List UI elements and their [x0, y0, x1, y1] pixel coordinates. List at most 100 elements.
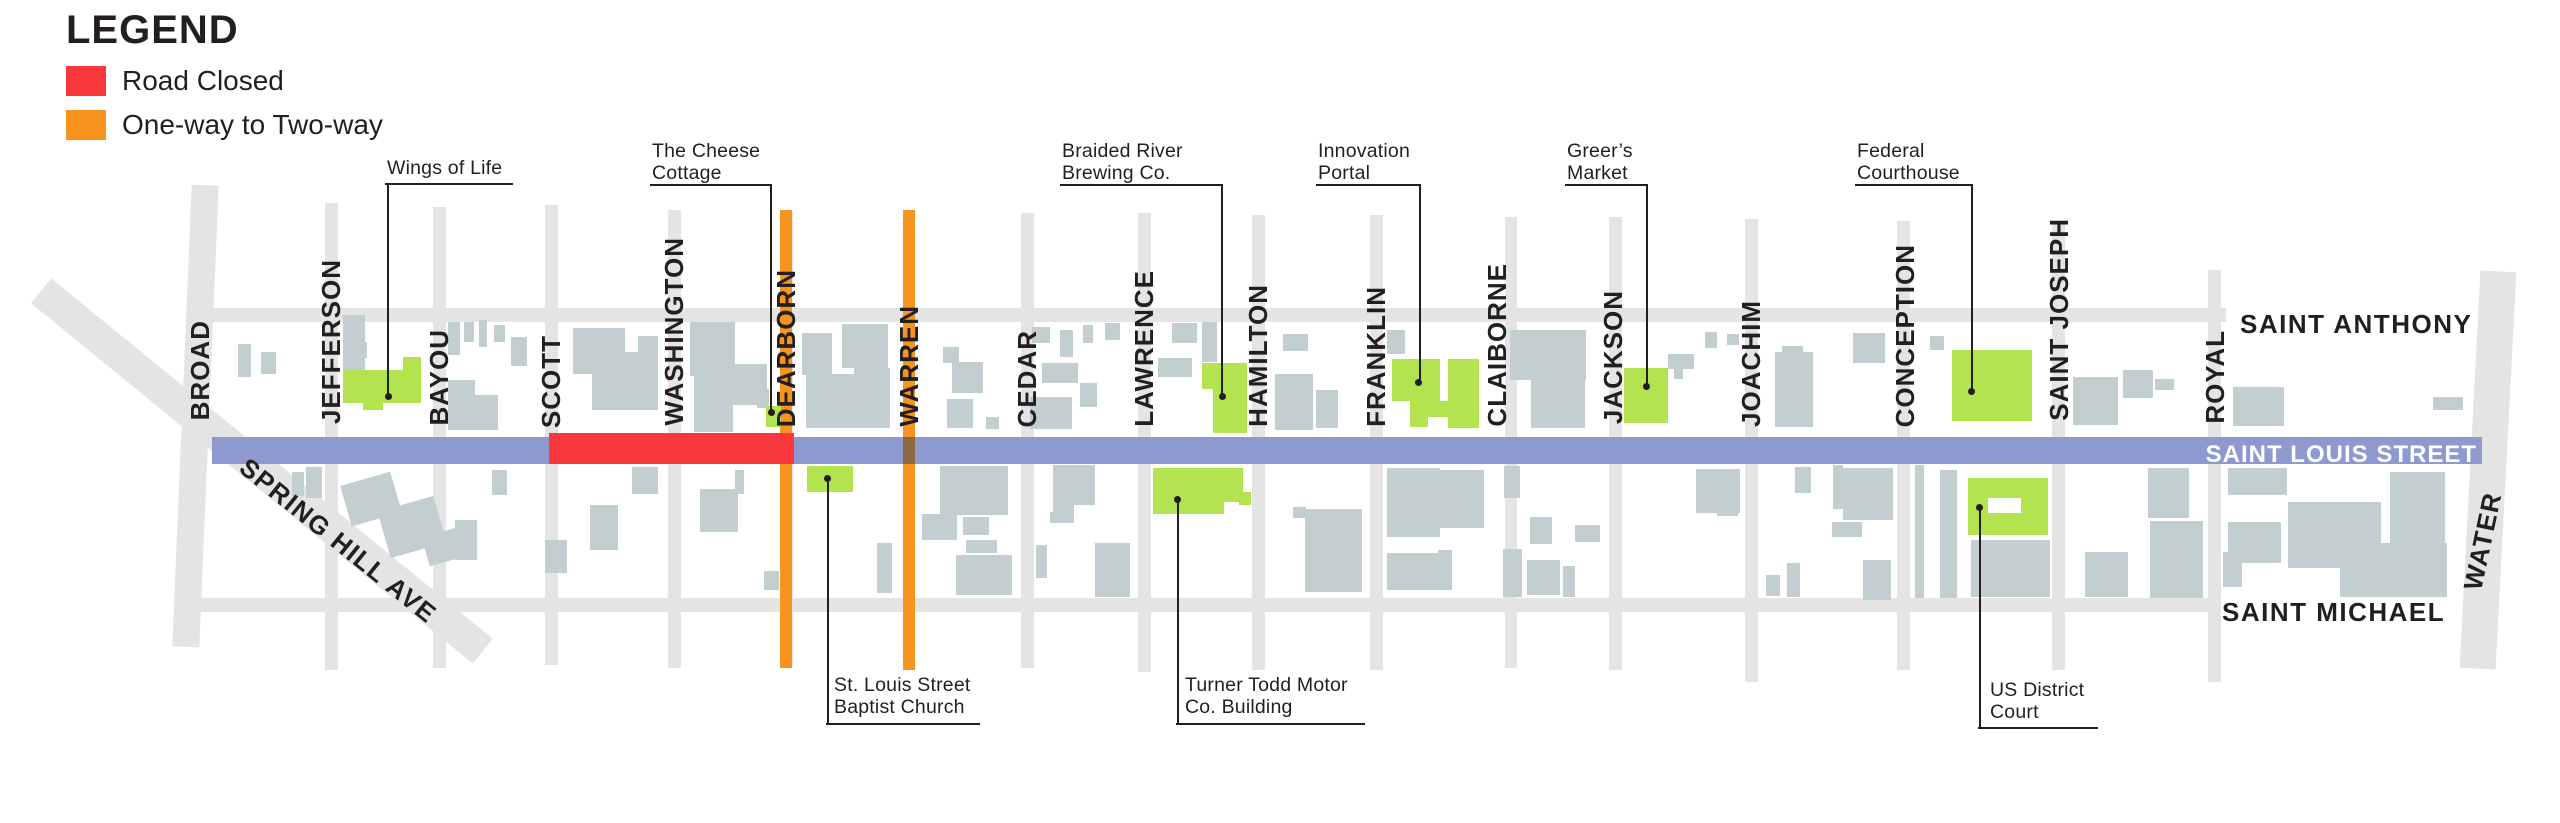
poi-leader-braided-river-brewing-co: [1221, 186, 1223, 394]
building: [455, 520, 477, 560]
building: [261, 352, 276, 374]
building: [1717, 506, 1738, 516]
street-label-bayou: BAYOU: [424, 329, 454, 426]
building: [1172, 323, 1197, 343]
poi-leader-st-louis-street-baptist-church: [827, 480, 829, 723]
building: [1668, 354, 1694, 369]
building: [545, 540, 567, 573]
street-label-saint-anthony: SAINT ANTHONY: [2240, 309, 2473, 339]
building: [292, 472, 304, 496]
legend-item-road-closed: Road Closed: [66, 65, 383, 97]
building: [632, 467, 658, 494]
street-label-warren: WARREN: [894, 305, 924, 427]
building: [2228, 468, 2287, 495]
legend-swatch-one-way-to-two-way: [66, 110, 106, 140]
building: [2233, 387, 2284, 426]
poi-dot-turner-todd-motor-co-building: [1174, 496, 1181, 503]
poi-rule-st-louis-street-baptist-church: [826, 723, 980, 725]
poi-rule-the-cheese-cottage: [650, 184, 772, 186]
street-label-claiborne: CLAIBORNE: [1482, 263, 1512, 427]
building: [690, 322, 735, 376]
building: [1440, 470, 1484, 528]
building: [1503, 549, 1522, 597]
building: [956, 555, 1012, 595]
poi-building-innovation-portal: [1428, 401, 1449, 417]
building: [700, 489, 738, 532]
saint-louis-street-label: SAINT LOUIS STREET: [2205, 441, 2477, 468]
poi-label-line: Co. Building: [1185, 696, 1293, 718]
building: [1782, 346, 1803, 354]
building: [1510, 330, 1586, 380]
building: [694, 376, 733, 432]
street-label-broad: BROAD: [185, 319, 215, 420]
building: [922, 514, 957, 540]
street-label-franklin: FRANKLIN: [1361, 286, 1391, 427]
building: [1575, 525, 1600, 542]
building: [2340, 543, 2447, 597]
building: [1032, 327, 1050, 343]
building: [952, 362, 983, 393]
building: [806, 374, 854, 428]
building: [1527, 560, 1560, 595]
poi-label-line: Turner Todd Motor: [1185, 674, 1348, 696]
poi-rule-braided-river-brewing-co: [1060, 184, 1223, 186]
poi-building-turner-todd-motor-co-building: [1153, 468, 1224, 514]
poi-label-line: Portal: [1318, 162, 1371, 184]
building: [1387, 468, 1440, 537]
poi-rule-us-district-court: [1978, 727, 2098, 729]
building: [464, 322, 474, 342]
building: [1387, 553, 1438, 590]
building: [1275, 374, 1313, 430]
poi-label-line: Innovation: [1318, 140, 1410, 162]
building: [1438, 550, 1452, 590]
building: [986, 417, 999, 429]
building: [357, 342, 367, 358]
building: [1036, 545, 1047, 578]
building: [966, 540, 997, 553]
poi-building-wings-of-life: [343, 370, 421, 403]
building: [1705, 332, 1717, 348]
building: [306, 467, 322, 498]
building: [238, 344, 251, 377]
building: [1030, 397, 1072, 429]
poi-dot-the-cheese-cottage: [768, 409, 775, 416]
building: [1775, 352, 1813, 427]
street-label-dearborn: DEARBORN: [771, 268, 801, 427]
building: [2390, 472, 2445, 543]
building: [2155, 379, 2174, 390]
poi-label-line: Brewing Co.: [1062, 162, 1171, 184]
building: [1316, 390, 1338, 428]
poi-rule-greer-s-market: [1565, 184, 1648, 186]
building: [2150, 521, 2203, 598]
poi-building-federal-courthouse: [1952, 350, 2032, 421]
building: [1060, 330, 1073, 357]
poi-building-turner-todd-motor-co-building: [1223, 468, 1243, 502]
building: [1832, 522, 1862, 537]
poi-label-line: Greer’s: [1567, 140, 1633, 162]
poi-label-line: Baptist Church: [834, 696, 965, 718]
building: [764, 571, 779, 590]
building: [2085, 552, 2128, 597]
poi-building-innovation-portal: [1410, 399, 1428, 427]
road-saint-michael: [185, 598, 2218, 612]
building: [1843, 468, 1893, 520]
street-label-joachim: JOACHIM: [1736, 300, 1766, 427]
building: [1158, 358, 1192, 377]
poi-label-line: Court: [1990, 701, 2039, 723]
legend-swatch-road-closed: [66, 66, 106, 96]
poi-building-innovation-portal: [1448, 359, 1479, 428]
building: [492, 470, 507, 495]
poi-dot-st-louis-street-baptist-church: [824, 475, 831, 482]
building: [494, 325, 505, 342]
poi-building-wings-of-life: [403, 357, 421, 371]
poi-label-line: Braided River: [1062, 140, 1183, 162]
building: [2073, 377, 2118, 425]
poi-dot-braided-river-brewing-co: [1219, 393, 1226, 400]
